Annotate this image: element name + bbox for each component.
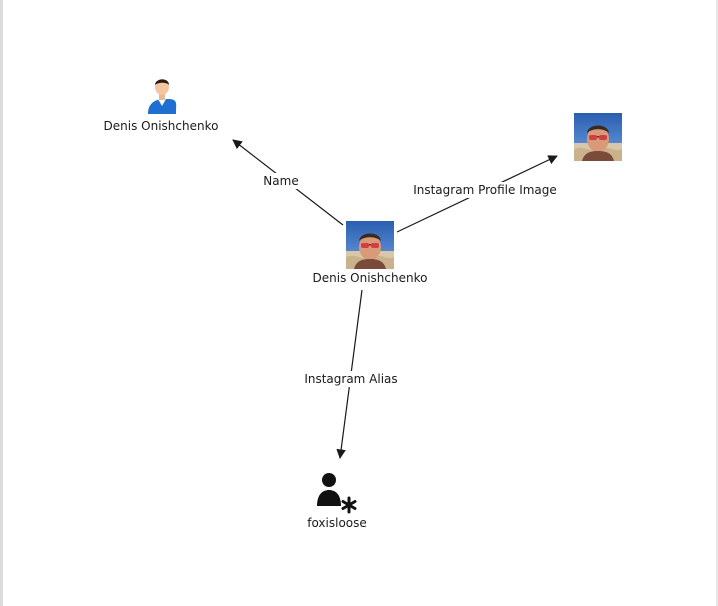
- left-border: [0, 0, 3, 606]
- edge-name[interactable]: Name: [232, 139, 344, 226]
- node-alias[interactable]: foxisloose: [307, 473, 367, 530]
- right-border: [716, 0, 718, 606]
- edge-name-label: Name: [263, 174, 298, 188]
- profile-photo-icon: [574, 113, 622, 161]
- edge-alias-label: Instagram Alias: [304, 372, 397, 386]
- edge-profile-image-label-bg: [410, 182, 560, 198]
- edge-name-label-bg: [261, 173, 301, 189]
- user-alias-icon: [317, 473, 357, 514]
- profile-photo-icon: [346, 221, 394, 269]
- edge-profile-image-label: Instagram Profile Image: [413, 183, 557, 197]
- person-avatar-icon: [148, 79, 177, 114]
- node-center[interactable]: Denis Onishchenko: [313, 221, 428, 285]
- node-name-label: Denis Onishchenko: [104, 119, 219, 133]
- node-alias-label: foxisloose: [307, 516, 367, 530]
- node-name[interactable]: Denis Onishchenko: [104, 79, 219, 133]
- edge-alias-label-bg: [300, 371, 402, 387]
- edge-profile-image[interactable]: Instagram Profile Image: [396, 155, 560, 233]
- edge-alias[interactable]: Instagram Alias: [300, 289, 402, 459]
- node-profile-image[interactable]: [574, 113, 622, 161]
- node-center-label: Denis Onishchenko: [313, 271, 428, 285]
